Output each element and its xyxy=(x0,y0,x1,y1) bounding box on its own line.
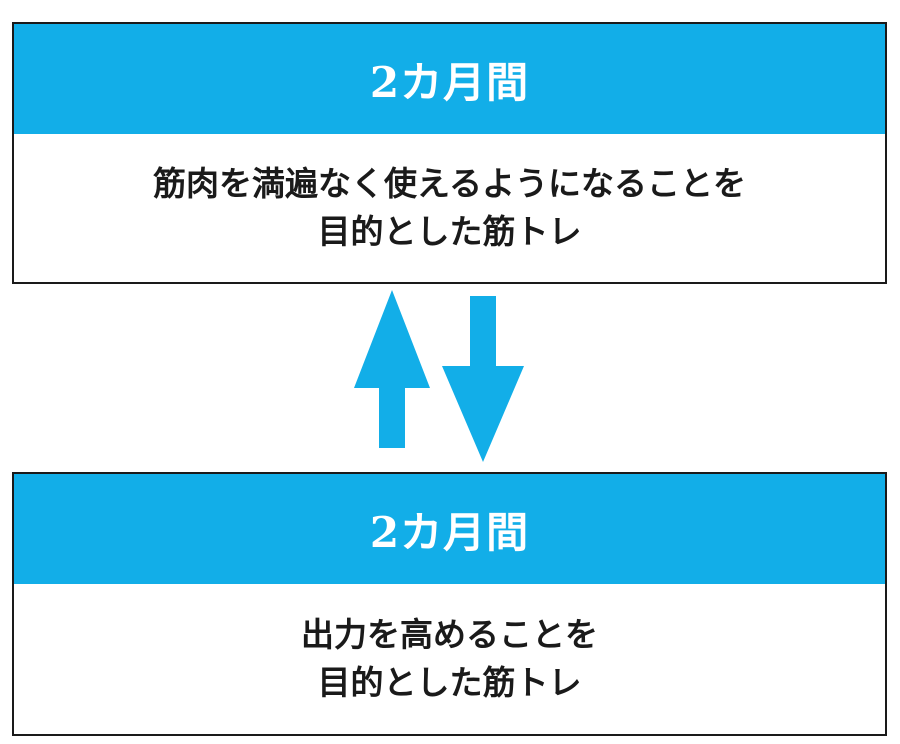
bottom-box-line-1: 出力を高めることを xyxy=(301,615,598,655)
top-box-header: 2カ月間 xyxy=(14,24,885,134)
top-box-line-1: 筋肉を満遍なく使えるようになることを xyxy=(152,164,746,204)
top-box: 2カ月間 筋肉を満遍なく使えるようになることを 目的とした筋トレ xyxy=(12,22,887,284)
bottom-box-line-2: 目的とした筋トレ xyxy=(317,663,582,702)
top-box-line-2: 目的とした筋トレ xyxy=(317,212,582,251)
top-box-body: 筋肉を満遍なく使えるようになることを 目的とした筋トレ xyxy=(14,134,885,282)
bottom-box-body: 出力を高めることを 目的とした筋トレ xyxy=(14,584,885,734)
bottom-box: 2カ月間 出力を高めることを 目的とした筋トレ xyxy=(12,472,887,736)
arrow-down-icon xyxy=(442,296,524,462)
bottom-box-header: 2カ月間 xyxy=(14,474,885,584)
arrow-up-icon xyxy=(354,290,430,448)
bidirectional-arrows xyxy=(354,290,524,462)
